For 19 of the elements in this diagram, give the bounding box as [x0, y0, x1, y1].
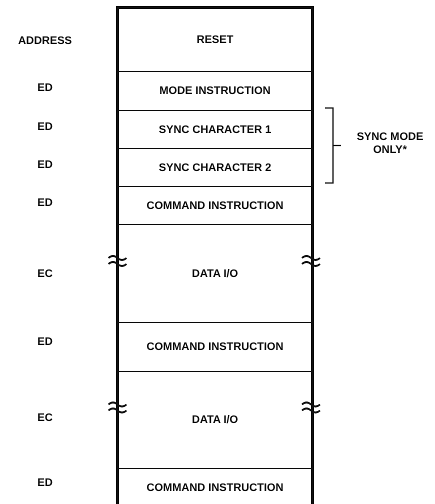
column-heading: ADDRESS [17, 35, 73, 47]
address-label: EC [36, 268, 54, 280]
sequence-row: COMMAND INSTRUCTION [119, 186, 311, 224]
sequence-row: SYNC CHARACTER 2 [119, 148, 311, 186]
address-label: ED [36, 197, 54, 209]
bracket-note: SYNC MODE ONLY* [356, 131, 424, 157]
address-label: ED [36, 336, 54, 348]
address-label: ED [36, 82, 54, 94]
sequence-row: SYNC CHARACTER 1 [119, 110, 311, 148]
sequence-row: COMMAND INSTRUCTION [119, 468, 311, 504]
sequence-row: MODE INSTRUCTION [119, 71, 311, 110]
address-label: EC [36, 412, 54, 424]
data-row: DATA I/O [119, 371, 311, 468]
data-row: DATA I/O [119, 224, 311, 322]
address-label: ED [36, 159, 54, 171]
address-label: ED [36, 477, 54, 489]
sequence-row: COMMAND INSTRUCTION [119, 322, 311, 371]
address-label: ED [36, 121, 54, 133]
sequence-row: RESET [119, 9, 311, 71]
